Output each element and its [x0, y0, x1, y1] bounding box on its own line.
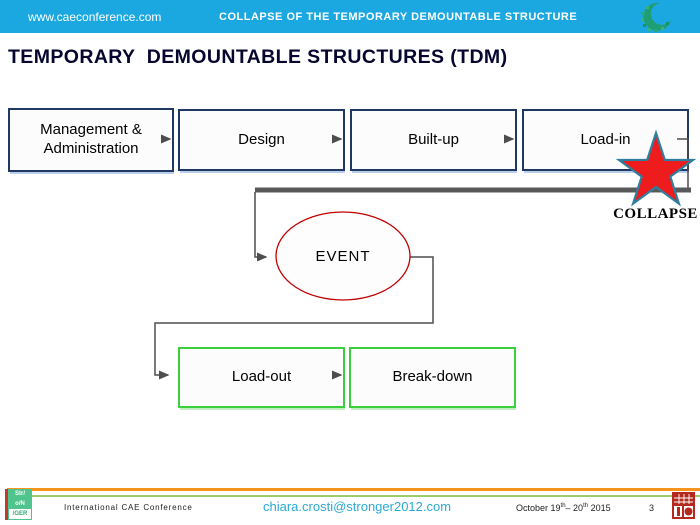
flow-box-label: Management & Administration — [40, 121, 142, 157]
date-part: 2015 — [588, 503, 611, 513]
collapse-label: COLLAPSE — [613, 206, 698, 222]
footer-conference-name: International CAE Conference — [64, 503, 193, 512]
date-superscript: th — [583, 503, 589, 509]
flow-box-label: Built-up — [408, 130, 459, 148]
stronger2012-logo-line: Str/ — [8, 489, 32, 499]
website-link[interactable]: www.caeconference.com — [28, 10, 162, 24]
flow-box-load-out: Load-out — [178, 347, 345, 408]
footer-email-link[interactable]: chiara.crosti@stronger2012.com — [263, 499, 452, 514]
flow-box-label: Design — [238, 130, 285, 148]
footer-date: October 19th– 20th 2015 — [516, 503, 611, 513]
flow-box-built-up: Built-up — [350, 109, 517, 171]
event-label: EVENT — [315, 248, 371, 265]
arrow-into-event — [254, 192, 268, 262]
slide-title: TEMPORARY DEMOUNTABLE STRUCTURES (TDM) — [8, 46, 508, 68]
footer-orange-rule — [7, 488, 700, 491]
flow-box-label: Break-down — [392, 368, 473, 386]
flow-box-load-in: Load-in — [522, 109, 689, 171]
flow-box-management-administration: Management & Administration — [8, 108, 174, 172]
date-superscript: th — [560, 503, 566, 509]
page-number: 3 — [649, 503, 655, 513]
stronger2012-logo-line: o/N — [8, 498, 32, 509]
header-bar: www.caeconference.com COLLAPSE OF THE TE… — [0, 0, 700, 33]
date-part: October 19 — [516, 503, 561, 513]
flow-box-label: Load-out — [231, 368, 292, 386]
footer-green-rule — [31, 495, 700, 497]
date-part: – 20 — [565, 503, 584, 513]
flow-box-design: Design — [178, 109, 345, 171]
stronger2012-logo: Str/ o/N /GER — [5, 489, 32, 521]
cae-conference-logo-icon — [641, 2, 671, 32]
red-seal-logo-icon — [672, 492, 695, 519]
flow-box-break-down: Break-down — [349, 347, 516, 408]
flow-box-label: Load-in — [580, 130, 631, 148]
presentation-title: COLLAPSE OF THE TEMPORARY DEMOUNTABLE ST… — [219, 11, 578, 23]
stronger2012-logo-line: /GER — [8, 508, 32, 521]
